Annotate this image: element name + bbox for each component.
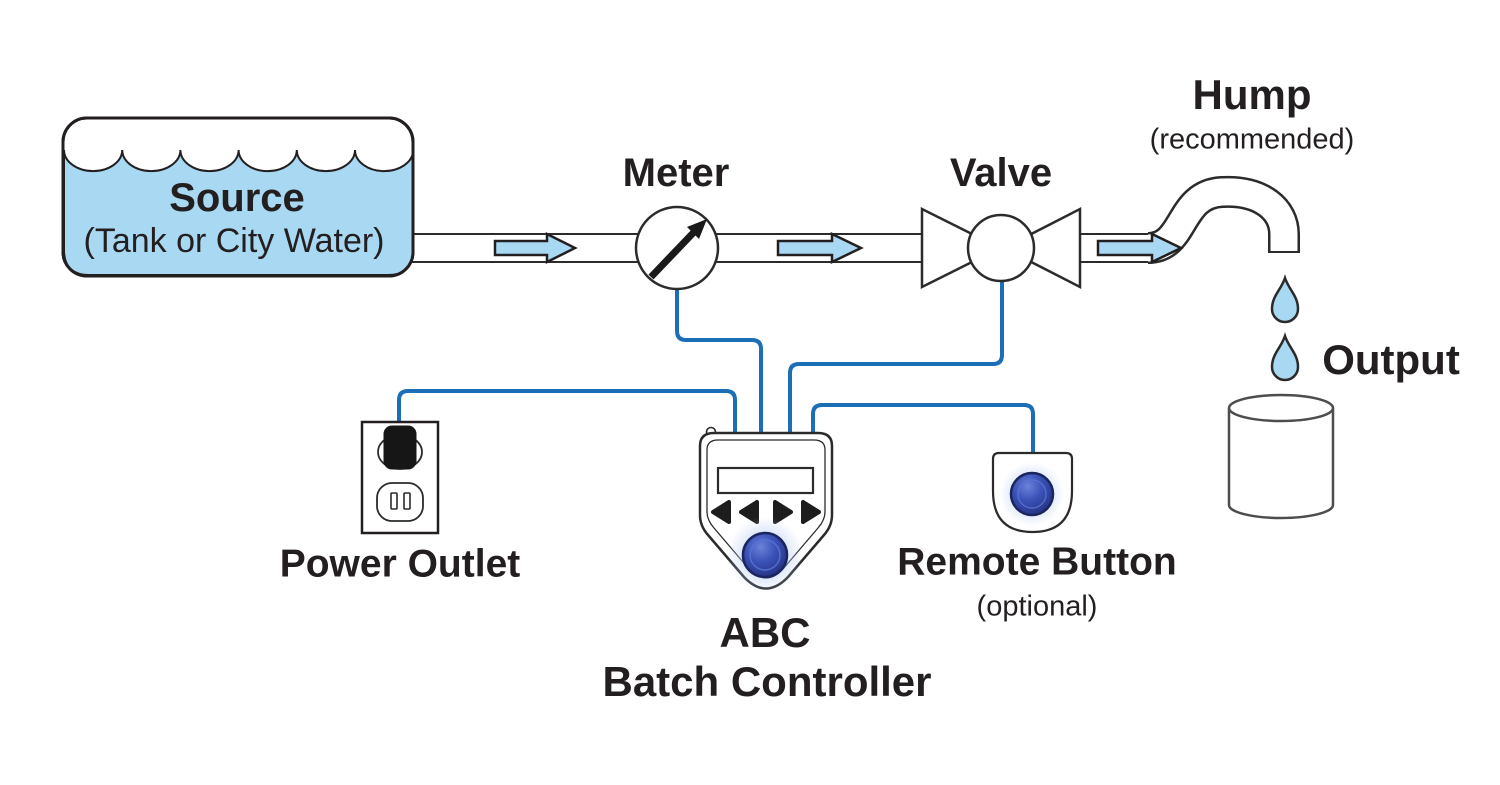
wire-remote-to-controller — [811, 403, 1035, 453]
flow-arrow-1 — [493, 231, 578, 265]
meter-needle-icon — [648, 219, 707, 280]
water-drops — [1270, 274, 1300, 382]
wires — [397, 281, 1035, 453]
source-tank — [61, 116, 415, 278]
flow-arrows — [493, 231, 1184, 265]
power-outlet-graphic — [360, 420, 440, 535]
remote-button-label: Remote Button — [897, 540, 1177, 584]
batch-controller-device — [698, 426, 834, 593]
flow-arrow-2 — [776, 232, 864, 264]
outlet-socket-bottom — [376, 482, 424, 522]
controller-label: ABC — [719, 609, 811, 656]
remote-push-button — [1009, 471, 1055, 517]
remote-button-sublabel: (optional) — [976, 590, 1098, 623]
arrow-left-button — [711, 500, 731, 524]
wire-outlet-to-controller — [397, 389, 737, 434]
wire-valve-to-controller — [788, 281, 1004, 434]
hump-label: Hump — [1192, 71, 1312, 118]
power-outlet-label: Power Outlet — [279, 542, 521, 586]
hump-pipe — [1146, 175, 1300, 264]
valve-symbol — [920, 206, 1082, 290]
flow-arrow-3 — [1096, 232, 1184, 264]
source-label: Source — [169, 176, 305, 220]
plug-icon — [383, 425, 417, 470]
hump-sublabel: (recommended) — [1149, 123, 1355, 156]
arrow-right-button — [773, 500, 793, 524]
water-drop-icon — [1270, 332, 1300, 382]
controller-arrow-buttons — [711, 500, 821, 524]
water-drop-icon — [1270, 274, 1300, 324]
valve-label: Valve — [949, 151, 1053, 195]
controller-display — [716, 466, 815, 495]
meter-label: Meter — [622, 151, 730, 195]
arrow-right-button — [801, 500, 821, 524]
source-sublabel: (Tank or City Water) — [83, 222, 385, 260]
controller-sublabel: Batch Controller — [602, 658, 932, 705]
wire-meter-to-controller — [675, 288, 763, 434]
output-container — [1227, 393, 1335, 520]
arrow-left-button — [739, 500, 759, 524]
tank-water — [63, 149, 415, 276]
output-label: Output — [1322, 336, 1460, 383]
remote-button-device — [991, 451, 1074, 534]
meter-symbol — [634, 205, 720, 291]
